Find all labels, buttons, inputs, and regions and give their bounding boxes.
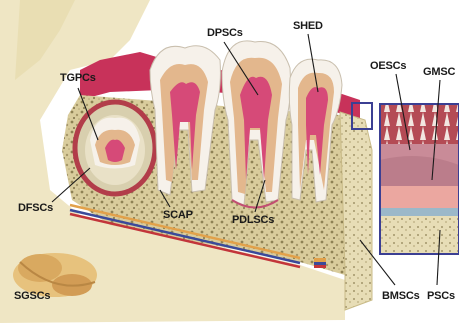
label-pscs: PSCs xyxy=(427,290,455,302)
label-shed: SHED xyxy=(293,20,323,32)
label-oescs: OESCs xyxy=(370,60,406,72)
label-scap: SCAP xyxy=(163,209,193,221)
label-pdlscs: PDLSCs xyxy=(232,214,274,226)
gingiva-inset-panel xyxy=(380,104,459,254)
label-dfscs: DFSCs xyxy=(18,202,53,214)
label-dpscs: DPSCs xyxy=(207,27,243,39)
label-bmscs: BMSCs xyxy=(382,290,420,302)
label-tgpcs: TGPCs xyxy=(60,72,96,84)
label-sgscs: SGSCs xyxy=(14,290,50,302)
bone-cut-face xyxy=(340,112,372,310)
bone-marrow-sample xyxy=(314,258,326,268)
label-gmscs: GMSC xyxy=(423,66,455,78)
tooth-germ xyxy=(75,102,155,194)
